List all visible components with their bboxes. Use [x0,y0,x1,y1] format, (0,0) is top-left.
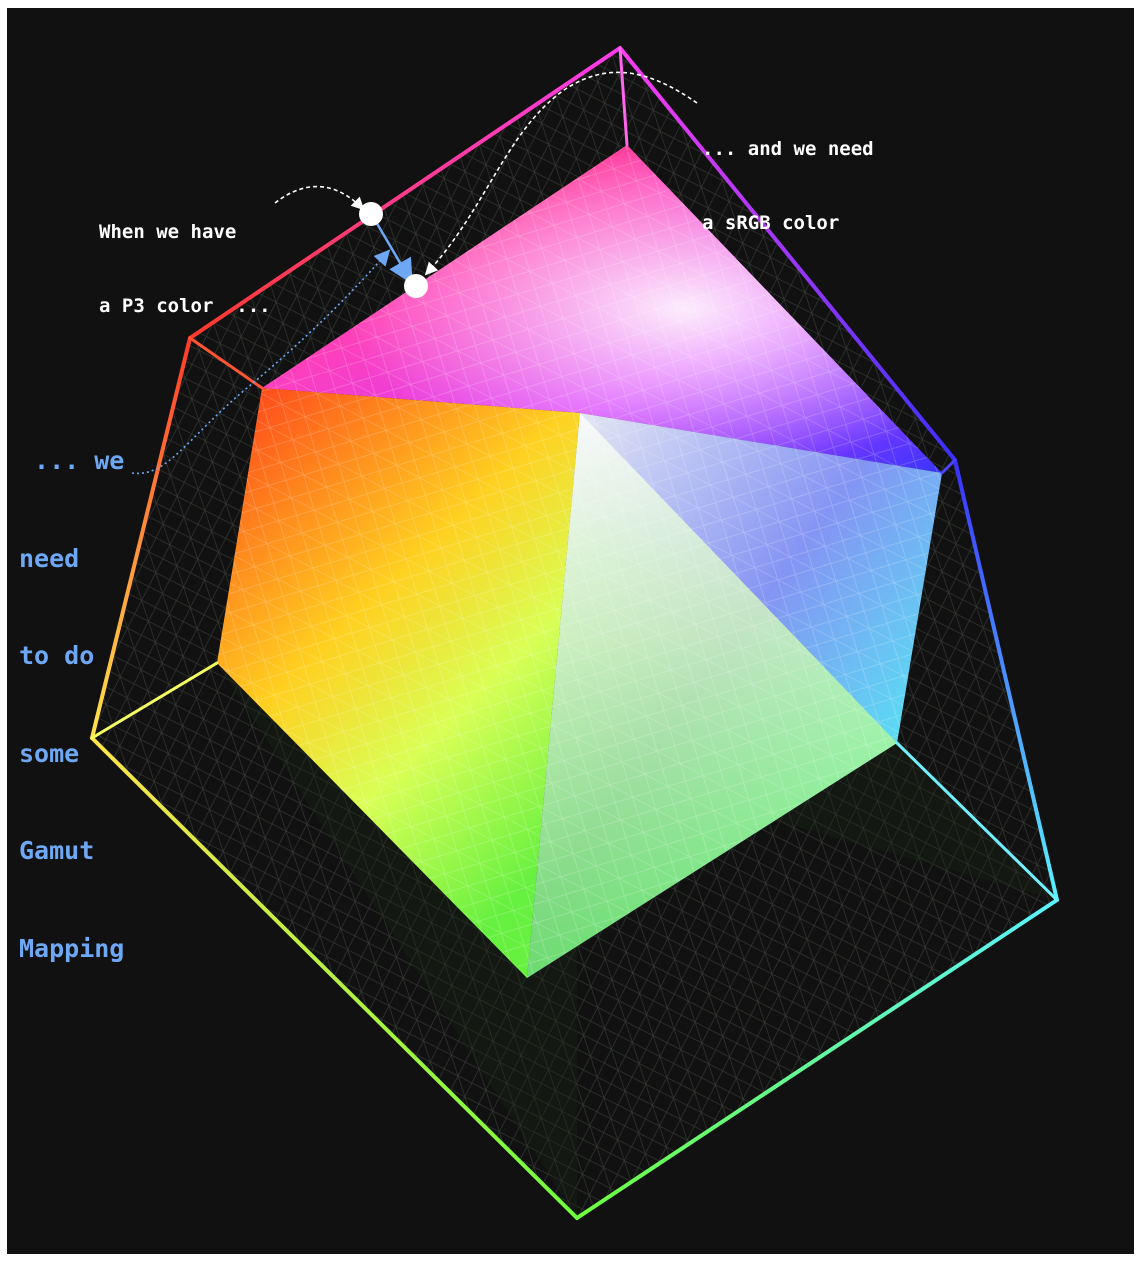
gamut-annotation-line-4: some [19,738,80,768]
gamut-annotation-line-5: Gamut [19,836,95,865]
p3-cube-edges [90,46,1059,1220]
gamut-annotation-line-6: Mapping [19,933,125,963]
gamut-annotation-line-1: ... we [19,446,125,475]
gamut-mapping-arrow [370,214,413,285]
p3-color-point [359,202,383,226]
srgb-inner-cube [217,145,942,978]
srgb-color-point [404,274,428,298]
p3-annotation: When we have a P3 color ... [99,171,271,369]
gamut-figure-panel: When we have a P3 color ... ... and we n… [7,8,1134,1254]
p3-annotation-line-1: When we have [99,221,237,244]
annotation-leaders [131,71,698,475]
p3-annotation-line-2: a P3 color ... [99,295,271,318]
gamut-cubes-svg [90,46,1059,1220]
srgb-annotation: ... and we need a sRGB color [702,88,874,286]
srgb-annotation-line-1: ... and we need [702,138,874,161]
gamut-mapping-annotation: ... we need to do some Gamut Mapping [19,380,124,1030]
gamut-annotation-line-3: to do [19,641,95,670]
srgb-annotation-line-2: a sRGB color [702,212,840,235]
gamut-annotation-line-2: need [19,543,80,573]
